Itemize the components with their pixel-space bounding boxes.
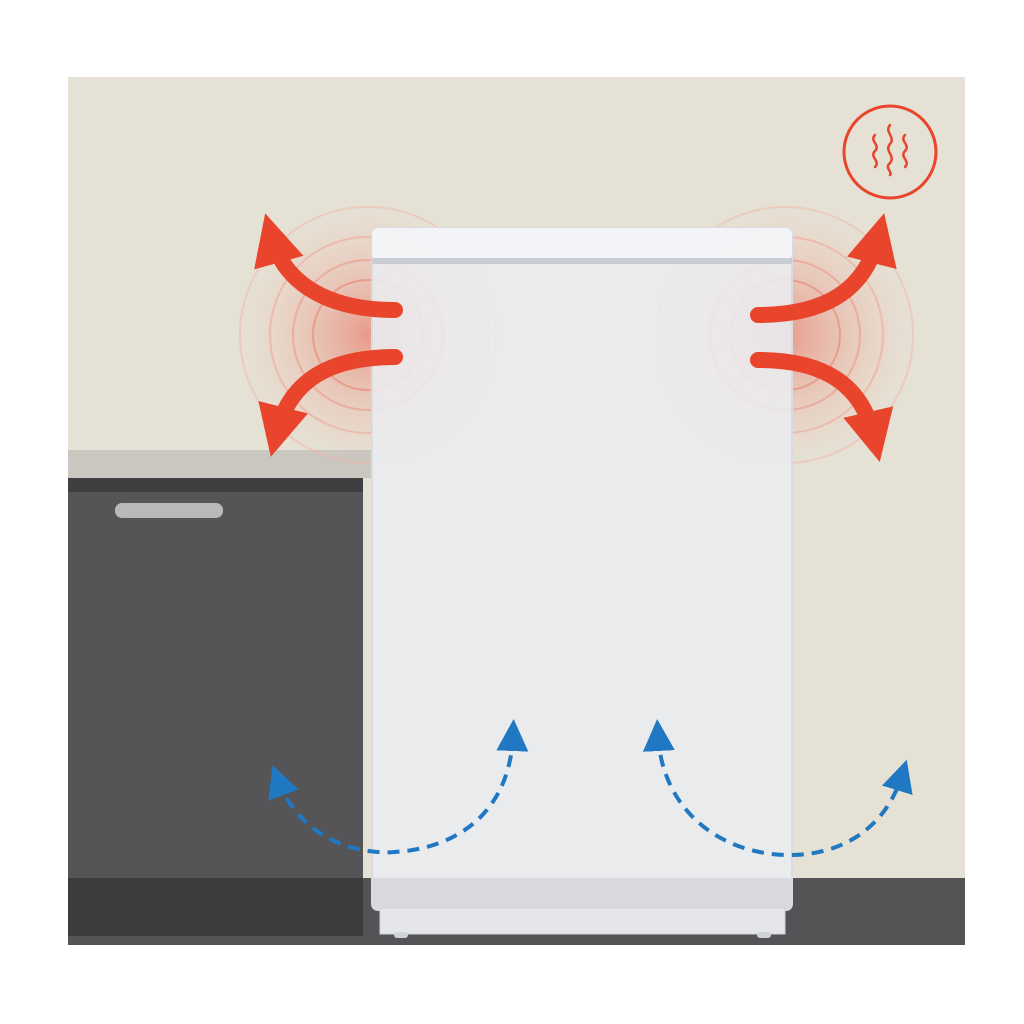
curved-arrow-icon: [750, 213, 897, 323]
cabinet-kickplate: [68, 878, 363, 936]
appliance: [371, 227, 793, 938]
cabinet-body: [68, 478, 363, 880]
appliance-body: [371, 227, 793, 911]
dashed-curved-arrow-icon: [268, 719, 529, 855]
curved-arrow-icon: [254, 213, 403, 318]
curved-arrow-icon: [750, 352, 894, 462]
cabinet: [68, 450, 372, 936]
airflow-arrows: [268, 719, 913, 858]
appliance-top-band: [372, 228, 792, 260]
cabinet-handle: [115, 503, 223, 518]
appliance-foot-right: [757, 932, 771, 938]
appliance-base: [379, 907, 786, 935]
appliance-foot-left: [394, 932, 408, 938]
cabinet-top-strip: [68, 478, 363, 492]
appliance-top-edge: [372, 258, 792, 264]
heat-arrows: [254, 213, 897, 462]
curved-arrow-icon: [258, 349, 403, 457]
heat-waves-icon: [842, 104, 938, 200]
